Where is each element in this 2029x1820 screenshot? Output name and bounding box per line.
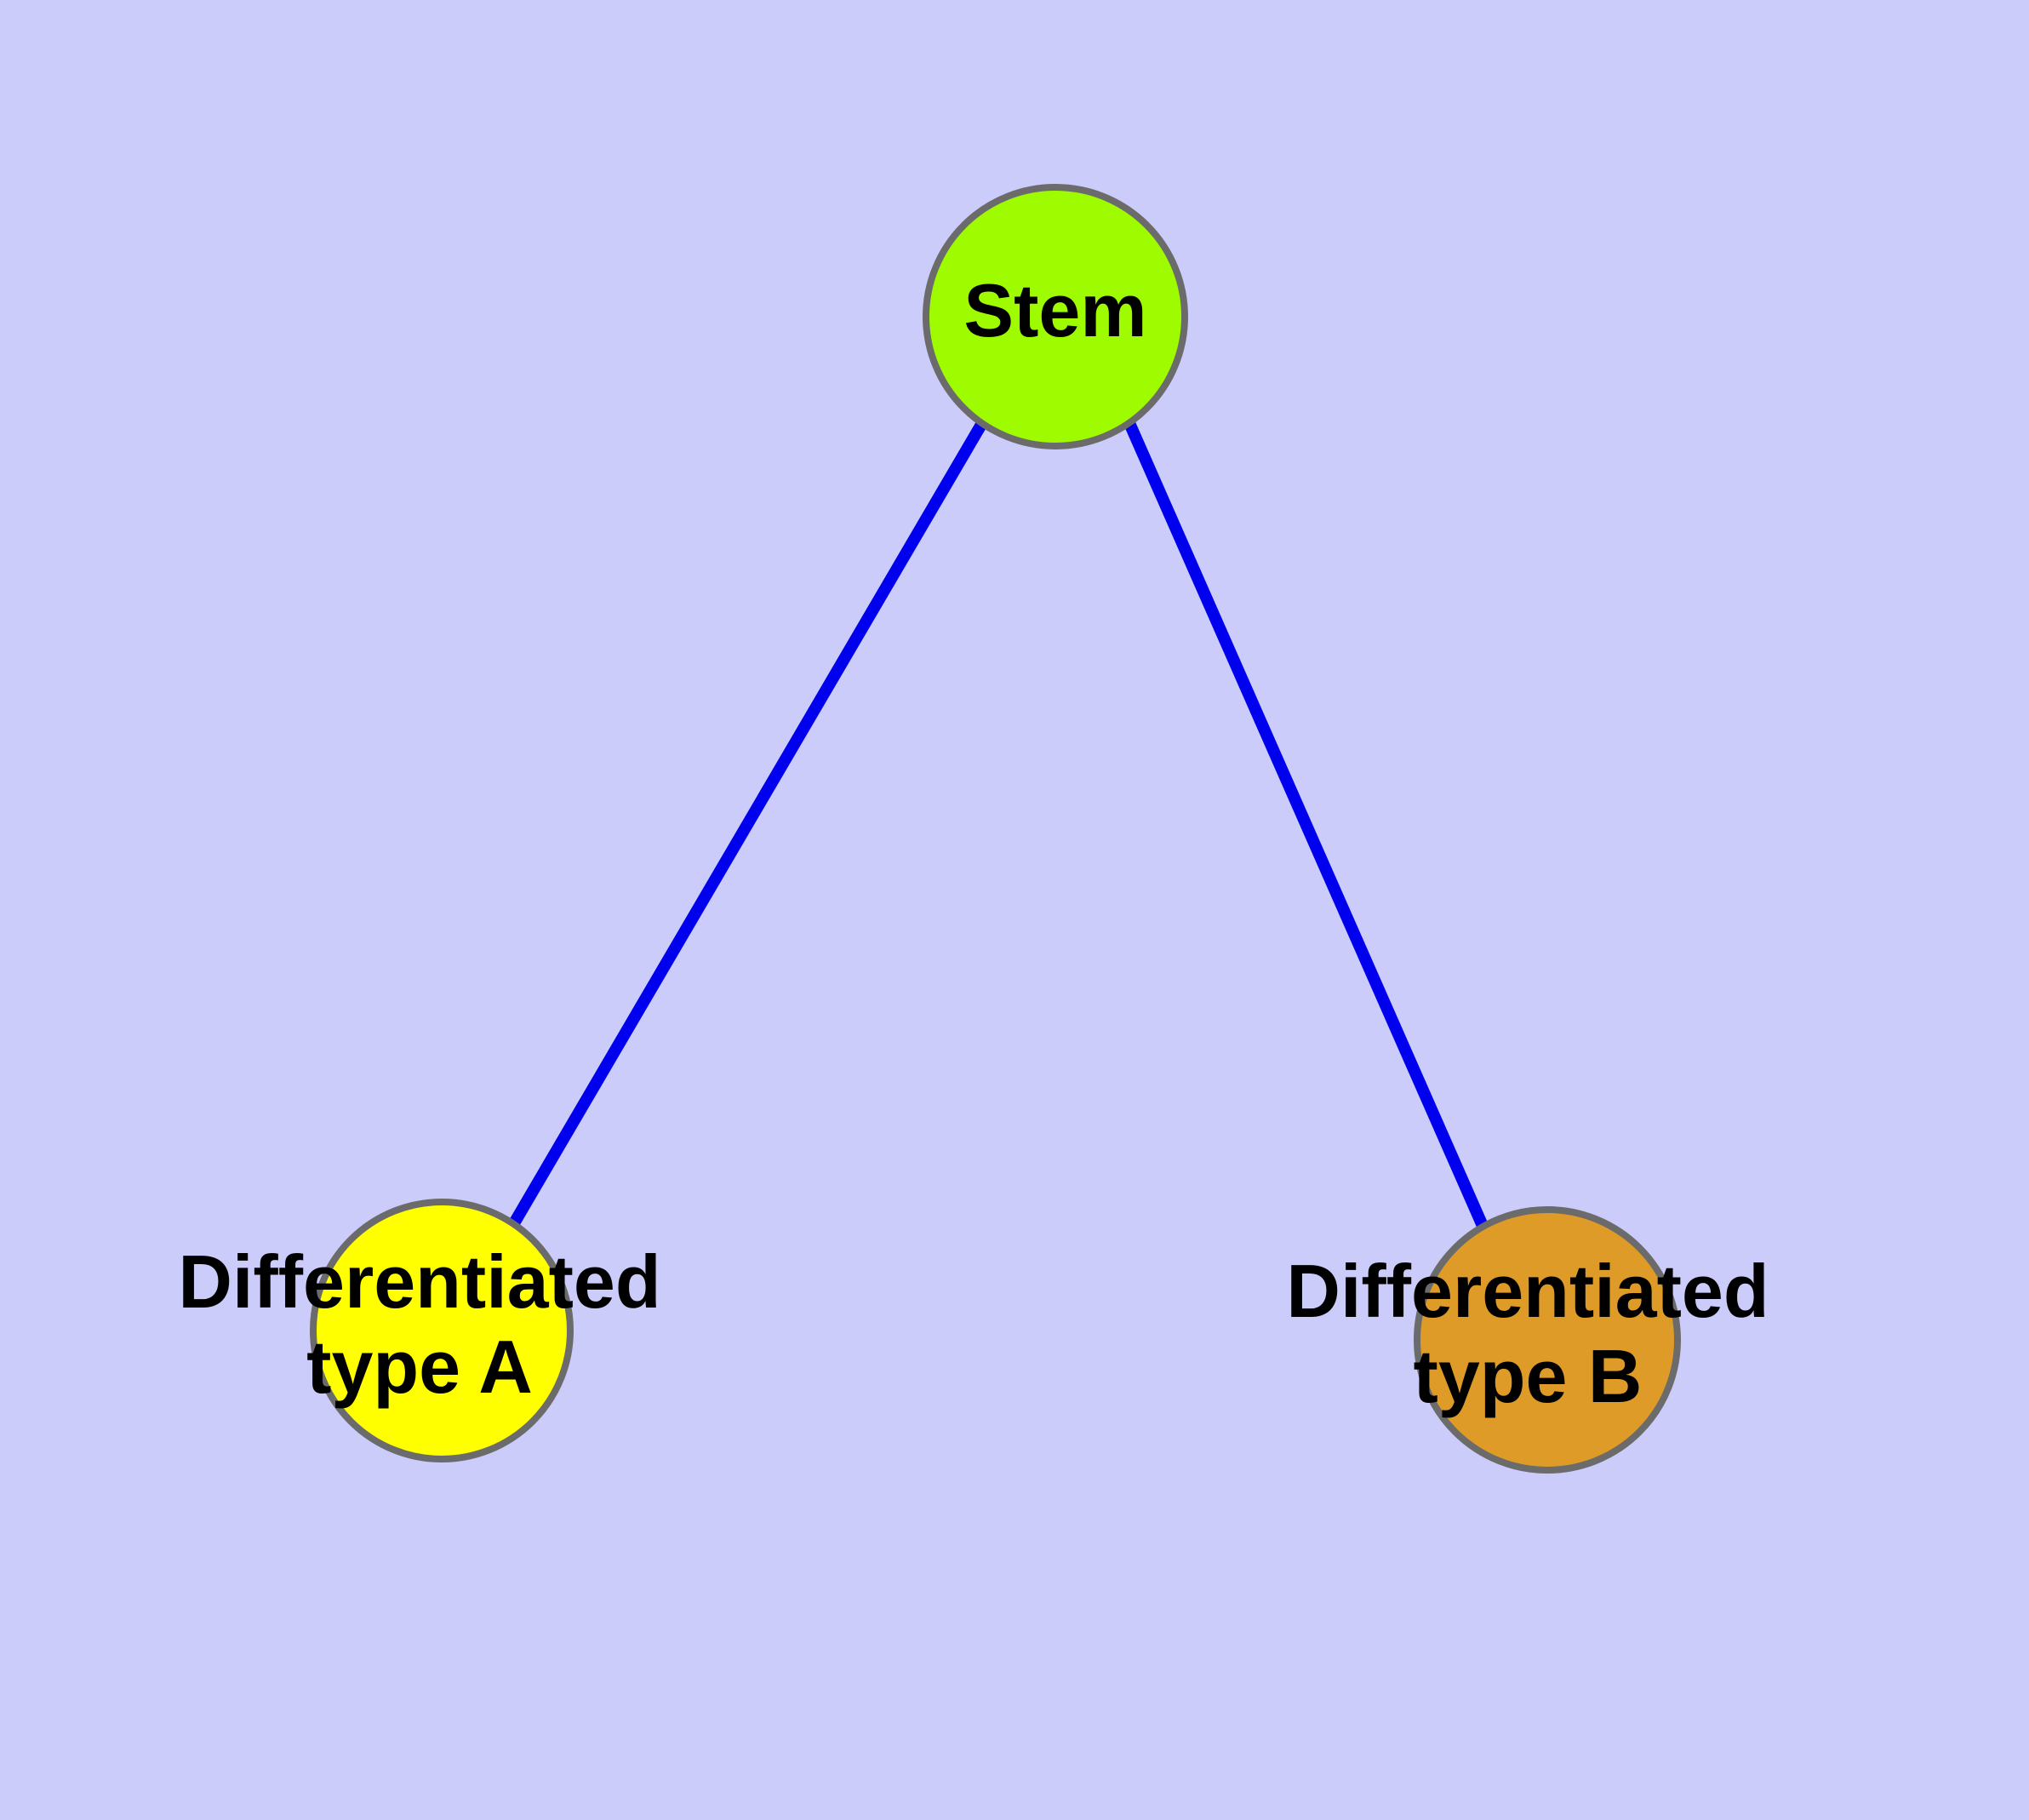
edge-stem-to-diff-b[interactable]	[1123, 421, 1489, 1228]
nodes-layer	[310, 184, 1681, 1474]
node-label-stem: Stem	[963, 268, 1146, 352]
edges-layer	[508, 420, 1489, 1228]
node-label-line: type A	[306, 1325, 533, 1409]
node-diff-b[interactable]	[1414, 1206, 1681, 1474]
edge-stem-to-diff-a[interactable]	[508, 420, 988, 1227]
node-label-line: Differentiated	[178, 1239, 660, 1324]
node-label-line: Stem	[963, 268, 1146, 352]
node-label-line: Differentiated	[1286, 1249, 1769, 1333]
node-label-line: type B	[1414, 1334, 1643, 1418]
node-stem[interactable]	[923, 184, 1188, 449]
node-diff-a[interactable]	[310, 1199, 574, 1462]
